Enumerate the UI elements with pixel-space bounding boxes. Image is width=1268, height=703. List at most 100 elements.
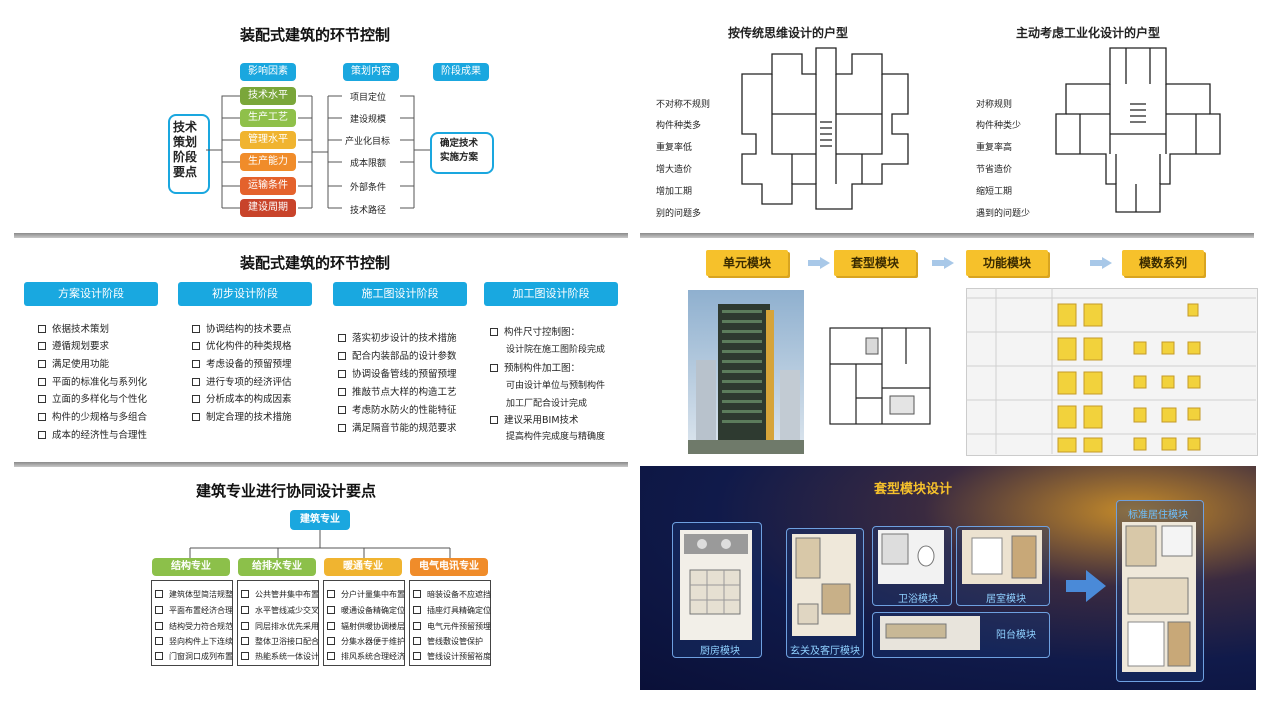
stage3-item: 配合内装部品的设计参数 bbox=[338, 348, 457, 362]
stage4-item: 构件尺寸控制图： bbox=[490, 324, 580, 338]
col-header-results: 阶段成果 bbox=[433, 63, 489, 81]
stage3-item: 协调设备管线的预留预埋 bbox=[338, 366, 457, 380]
content-1: 项目定位 bbox=[350, 93, 387, 103]
stage1-item: 立面的多样化与个性化 bbox=[38, 391, 147, 405]
standard-living-plan bbox=[1122, 522, 1196, 672]
arrow-icon bbox=[808, 257, 830, 269]
trad-item-5: 增加工期 bbox=[656, 187, 693, 197]
panel2-title-industrial: 主动考虑工业化设计的户型 bbox=[1016, 26, 1161, 40]
panel3-title: 装配式建筑的环节控制 bbox=[240, 254, 391, 272]
left-box-text: 技术 策划 阶段 要点 bbox=[173, 120, 198, 179]
card-label-standard: 标准居住模块 bbox=[1128, 510, 1188, 521]
stage1-item: 依据技术策划 bbox=[38, 321, 109, 335]
factor-3: 管理水平 bbox=[240, 131, 296, 149]
modular-series-table bbox=[966, 288, 1258, 456]
module-function: 功能模块 bbox=[966, 250, 1048, 276]
structure-item: 竖向构件上下连续 bbox=[155, 636, 233, 647]
panel2-title-traditional: 按传统思维设计的户型 bbox=[728, 26, 849, 40]
trad-item-1: 不对称不规则 bbox=[656, 100, 711, 110]
structure-item: 平面布置经济合理 bbox=[155, 605, 233, 616]
plumbing-item: 整体卫浴接口配合 bbox=[241, 636, 319, 647]
ind-item-1: 对称规则 bbox=[976, 100, 1013, 110]
stage4-text: 设计院在施工图阶段完成 bbox=[506, 345, 606, 355]
trad-item-2: 构件种类多 bbox=[656, 121, 702, 131]
content-5: 外部条件 bbox=[350, 183, 387, 193]
electrical-item: 管线敷设管保护 bbox=[413, 636, 483, 647]
panel5-title: 建筑专业进行协同设计要点 bbox=[196, 482, 377, 500]
electrical-item: 管线设计预留裕度 bbox=[413, 651, 491, 662]
tree-connectors bbox=[189, 530, 451, 558]
hvac-item: 暖通设备精确定位 bbox=[327, 605, 405, 616]
panel-design-stages: 装配式建筑的环节控制 方案设计阶段 初步设计阶段 施工图设计阶段 加工图设计阶段… bbox=[0, 240, 630, 460]
module-suite: 套型模块 bbox=[834, 250, 916, 276]
modular-grid bbox=[966, 288, 1256, 454]
col-header-factors: 影响因素 bbox=[240, 63, 296, 81]
entry-plan bbox=[792, 534, 856, 636]
panel-tech-planning: 装配式建筑的环节控制 影响因素 策划内容 阶段成果 技术 策划 阶段 要点 技术… bbox=[0, 0, 630, 232]
electrical-item: 电气元件预留预埋 bbox=[413, 621, 491, 632]
building-rendering bbox=[688, 290, 804, 454]
factor-6: 建设周期 bbox=[240, 199, 296, 217]
stage1-item: 成本的经济性与合理性 bbox=[38, 427, 147, 441]
branch-plumbing: 给排水专业 bbox=[238, 558, 316, 576]
stage4-item: 建议采用BIM技术 bbox=[490, 412, 579, 426]
hvac-item: 排风系统合理经济 bbox=[327, 651, 405, 662]
plumbing-item: 公共管井集中布置 bbox=[241, 589, 319, 600]
panel6-title: 套型模块设计 bbox=[874, 482, 953, 497]
stage2-item: 制定合理的技术措施 bbox=[192, 409, 292, 423]
result-box bbox=[430, 132, 494, 174]
branch-hvac: 暖通专业 bbox=[324, 558, 402, 576]
kitchen-plan bbox=[680, 530, 752, 640]
card-label-bathroom: 卫浴模块 bbox=[898, 594, 938, 605]
stage-header-3: 施工图设计阶段 bbox=[333, 282, 467, 306]
ind-item-2: 构件种类少 bbox=[976, 121, 1022, 131]
electrical-item: 暗装设备不应遮挡 bbox=[413, 589, 491, 600]
stage4-text: 加工厂配合设计完成 bbox=[506, 399, 588, 409]
module-series: 模数系列 bbox=[1122, 250, 1204, 276]
hvac-item: 辐射供暖协调楼层 bbox=[327, 621, 405, 632]
stage2-item: 分析成本的构成因素 bbox=[192, 391, 292, 405]
ind-item-6: 遇到的问题少 bbox=[976, 209, 1031, 219]
content-2: 建设规模 bbox=[350, 115, 387, 125]
card-label-bedroom: 居室模块 bbox=[986, 594, 1026, 605]
content-4: 成本限额 bbox=[350, 159, 387, 169]
separator bbox=[640, 233, 1254, 238]
ind-item-3: 重复率高 bbox=[976, 143, 1013, 153]
stage2-item: 优化构件的种类规格 bbox=[192, 338, 292, 352]
factor-4: 生产能力 bbox=[240, 153, 296, 171]
panel-collaboration: 建筑专业进行协同设计要点 建筑专业 结构专业 给排水专业 暖通专业 电气电讯专业… bbox=[0, 470, 630, 703]
stage1-item: 平面的标准化与系列化 bbox=[38, 374, 147, 388]
balcony-plan bbox=[880, 616, 980, 650]
stage2-item: 考虑设备的预留预埋 bbox=[192, 356, 292, 370]
trad-item-6: 别的问题多 bbox=[656, 209, 702, 219]
factor-5: 运输条件 bbox=[240, 177, 296, 195]
separator bbox=[14, 462, 628, 467]
content-6: 技术路径 bbox=[350, 206, 387, 216]
factor-1: 技术水平 bbox=[240, 87, 296, 105]
card-label-entry: 玄关及客厅模块 bbox=[790, 646, 860, 657]
plumbing-item: 热能系统一体设计 bbox=[241, 651, 319, 662]
plumbing-item: 同层排水优先采用 bbox=[241, 621, 319, 632]
bathroom-plan bbox=[878, 530, 944, 584]
branch-structure: 结构专业 bbox=[152, 558, 230, 576]
card-label-kitchen: 厨房模块 bbox=[700, 646, 740, 657]
stage-header-1: 方案设计阶段 bbox=[24, 282, 158, 306]
stage3-item: 落实初步设计的技术措施 bbox=[338, 330, 457, 344]
stage4-text: 可由设计单位与预制构件 bbox=[506, 381, 606, 391]
stage1-item: 满足使用功能 bbox=[38, 356, 109, 370]
stage-header-2: 初步设计阶段 bbox=[178, 282, 312, 306]
panel-floorplan-compare: 按传统思维设计的户型 主动考虑工业化设计的户型 不对称不规则 构件种类多 重复率… bbox=[640, 0, 1268, 232]
suite-floorplan bbox=[829, 327, 931, 425]
result-text: 确定技术 实施方案 bbox=[440, 138, 479, 163]
stage3-item: 考虑防水防火的性能特征 bbox=[338, 402, 457, 416]
bedroom-plan bbox=[962, 530, 1042, 584]
planning-connectors bbox=[206, 95, 430, 209]
stage4-item: 预制构件加工图： bbox=[490, 360, 580, 374]
factor-2: 生产工艺 bbox=[240, 109, 296, 127]
hvac-item: 分集水器便于维护 bbox=[327, 636, 405, 647]
stage1-item: 构件的少规格与多组合 bbox=[38, 409, 147, 423]
plumbing-item: 水平管线减少交叉 bbox=[241, 605, 319, 616]
stage1-item: 遵循规划要求 bbox=[38, 338, 109, 352]
card-label-balcony: 阳台模块 bbox=[996, 630, 1036, 641]
trad-item-3: 重复率低 bbox=[656, 143, 693, 153]
